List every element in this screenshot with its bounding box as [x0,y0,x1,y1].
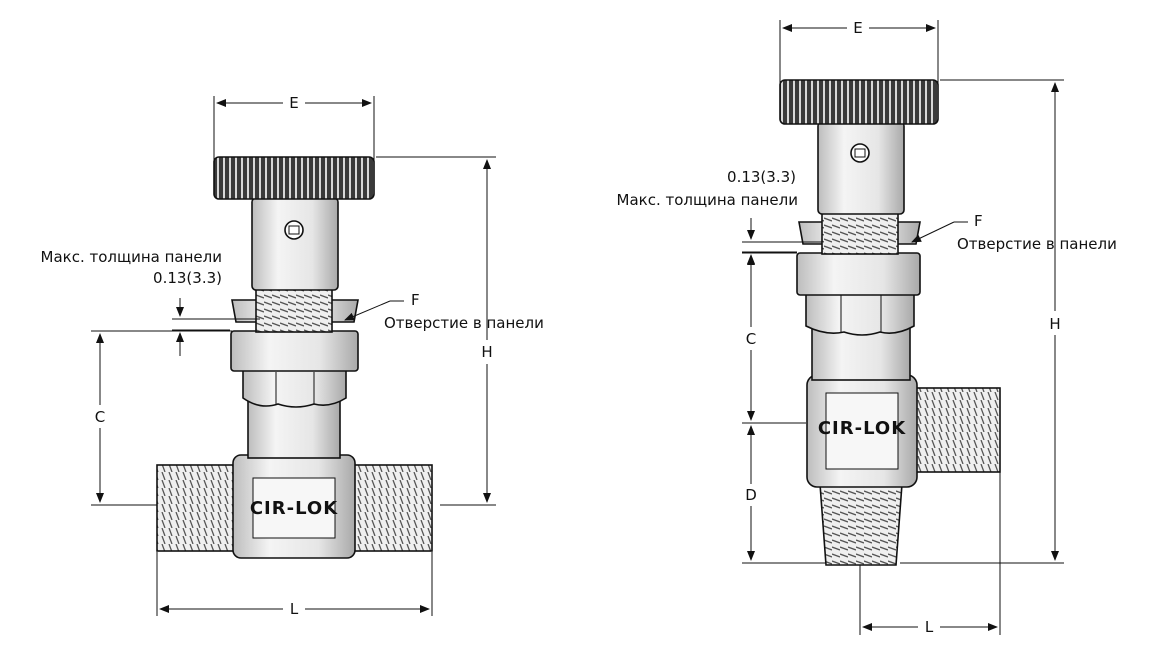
dim-c-left: C [95,408,105,426]
panel-hole-label-left: Отверстие в панели [384,314,544,332]
panel-collar [230,330,359,372]
panel-thickness-value-left: 0.13(3.3) [153,269,222,287]
panel-hole-label-right: Отверстие в панели [957,235,1117,253]
angle-body-panel [825,392,899,470]
dim-h-right: H [1049,315,1060,333]
panel-thickness-label-left: Макс. толщина панели [41,248,223,266]
angle-knurled-handle [779,79,939,125]
angle-hex-nut [805,291,915,336]
body-inner-panel [252,477,336,539]
dim-l-right: L [925,618,934,636]
handle-stem [251,197,339,291]
panel-thread [255,287,333,333]
side-thread-end [911,387,1001,473]
brand-logo-right: CIR-LOK [818,418,906,439]
left-thread-end [156,464,240,552]
set-screw-icon [284,220,304,240]
dim-d-right: D [745,486,757,504]
right-thread-end [349,464,433,552]
dim-l-left: L [290,600,299,618]
angle-set-screw-icon [850,143,870,163]
dim-e-right: E [853,19,862,37]
panel-thickness-label-right: Макс. толщина панели [617,191,799,209]
angle-handle-stem [817,121,905,215]
dim-c-right: C [746,330,756,348]
dim-f-right: F [974,212,983,230]
dim-h-left: H [481,343,492,361]
bottom-thread-end [819,483,903,566]
panel-thickness-value-right: 0.13(3.3) [727,168,796,186]
dim-f-left: F [411,291,420,309]
brand-logo-left: CIR-LOK [250,498,338,519]
knurled-handle [213,156,375,200]
dim-e-left: E [289,94,298,112]
straight-valve: CIR-LOK E H C L Макс. толщина панели 0.1… [41,94,544,618]
angle-panel-thread [821,209,899,255]
angle-panel-collar [796,252,921,296]
angle-valve: CIR-LOK E H C D L 0.13(3.3) Макс. толщин… [617,19,1117,636]
bonnet-hex-nut [242,369,347,408]
